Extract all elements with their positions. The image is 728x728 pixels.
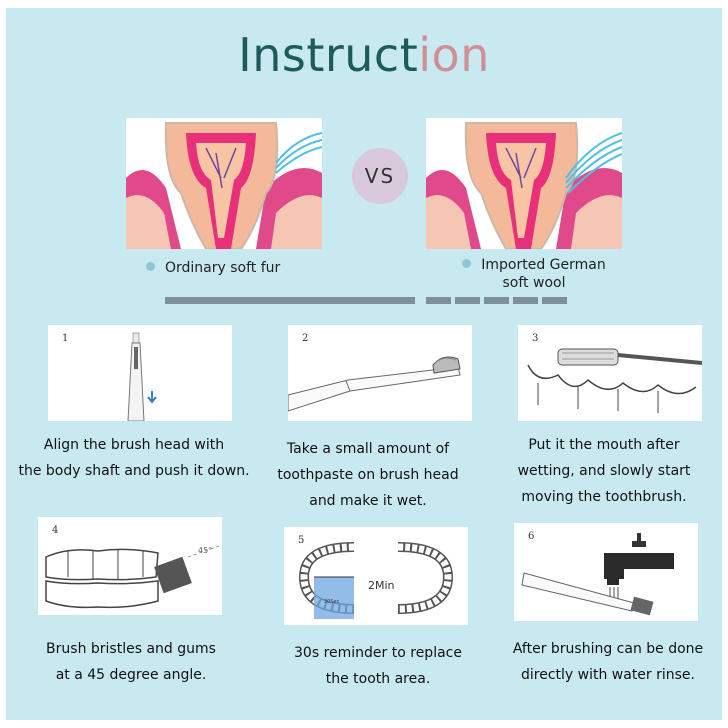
german-density-segment xyxy=(484,297,509,304)
step-3-illustration: 3 xyxy=(518,325,702,421)
teeth-angle-icon: 45° xyxy=(45,544,222,609)
german-density-segment xyxy=(455,297,480,304)
timer-sub-label: 30Sec xyxy=(324,599,340,605)
step-caption-line: Take a small amount of xyxy=(286,441,450,457)
step-number: 1 xyxy=(62,333,69,344)
toothbrush-head-icon xyxy=(127,332,157,421)
step-number: 4 xyxy=(52,525,59,536)
german-label-line2: soft wool xyxy=(502,275,566,291)
step-1-caption: Align the brush head with the body shaft… xyxy=(6,432,262,484)
step-2-illustration: 2 xyxy=(288,325,472,421)
step-4-illustration: 4 45° xyxy=(38,517,222,615)
title-tail: ion xyxy=(418,28,490,82)
german-bristle-tooth-illustration xyxy=(426,118,622,249)
step-caption-line: and make it wet. xyxy=(309,493,427,509)
step-number: 3 xyxy=(532,333,539,344)
step-number: 6 xyxy=(528,531,535,542)
ordinary-density-bar xyxy=(165,297,415,304)
step-caption-line: the body shaft and push it down. xyxy=(18,463,250,479)
step-6-illustration: 6 xyxy=(514,523,698,621)
dental-arch-timer-icon: 2Min 30Sec xyxy=(298,542,454,619)
angle-label: 45° xyxy=(198,546,212,555)
step-caption-line: Brush bristles and gums xyxy=(46,641,216,657)
step-caption-line: 30s reminder to replace xyxy=(294,645,462,661)
step-3-caption: Put it the mouth after wetting, and slow… xyxy=(486,432,722,510)
step-4-caption: Brush bristles and gums at a 45 degree a… xyxy=(6,636,256,688)
ordinary-label: Ordinary soft fur xyxy=(146,259,326,277)
step-caption-line: Put it the mouth after xyxy=(528,437,680,453)
german-label-line1-wrap: Imported German xyxy=(444,256,624,274)
page-title: Instruction xyxy=(6,28,722,82)
step-caption-line: Align the brush head with xyxy=(43,437,225,453)
german-label-line1: Imported German xyxy=(481,257,606,273)
step-caption-line: After brushing can be done xyxy=(512,641,704,657)
ordinary-label-text: Ordinary soft fur xyxy=(165,260,281,276)
step-caption-line: the tooth area. xyxy=(325,671,431,687)
instruction-sheet: Instruction VS xyxy=(6,8,722,720)
german-density-segment xyxy=(542,297,567,304)
step-5-illustration: 5 2Min 30Sec xyxy=(284,527,468,625)
step-number: 5 xyxy=(298,535,305,546)
vs-badge: VS xyxy=(352,148,408,204)
step-caption-line: wetting, and slowly start xyxy=(517,463,691,479)
step-number: 2 xyxy=(302,333,309,344)
step-caption-line: moving the toothbrush. xyxy=(521,489,687,505)
step-caption-line: directly with water rinse. xyxy=(520,667,695,683)
title-main: Instruct xyxy=(238,28,419,82)
ordinary-bristle-tooth-illustration xyxy=(126,118,322,249)
timer-main-label: 2Min xyxy=(368,579,395,592)
toothbrush-paste-icon xyxy=(288,356,461,412)
step-1-illustration: 1 xyxy=(48,325,232,421)
teeth-brushing-icon xyxy=(527,348,702,413)
german-density-segment xyxy=(513,297,538,304)
bullet-dot-icon xyxy=(146,261,155,271)
faucet-rinse-icon xyxy=(521,533,674,616)
step-caption-line: toothpaste on brush head xyxy=(277,467,459,483)
step-6-caption: After brushing can be done directly with… xyxy=(492,636,724,688)
german-label: Imported German soft wool xyxy=(444,256,624,292)
step-5-caption: 30s reminder to replace the tooth area. xyxy=(268,640,488,692)
bullet-dot-icon xyxy=(462,258,472,268)
step-caption-line: at a 45 degree angle. xyxy=(55,667,207,683)
german-density-segment xyxy=(426,297,451,304)
step-2-caption: Take a small amount of toothpaste on bru… xyxy=(258,436,478,514)
